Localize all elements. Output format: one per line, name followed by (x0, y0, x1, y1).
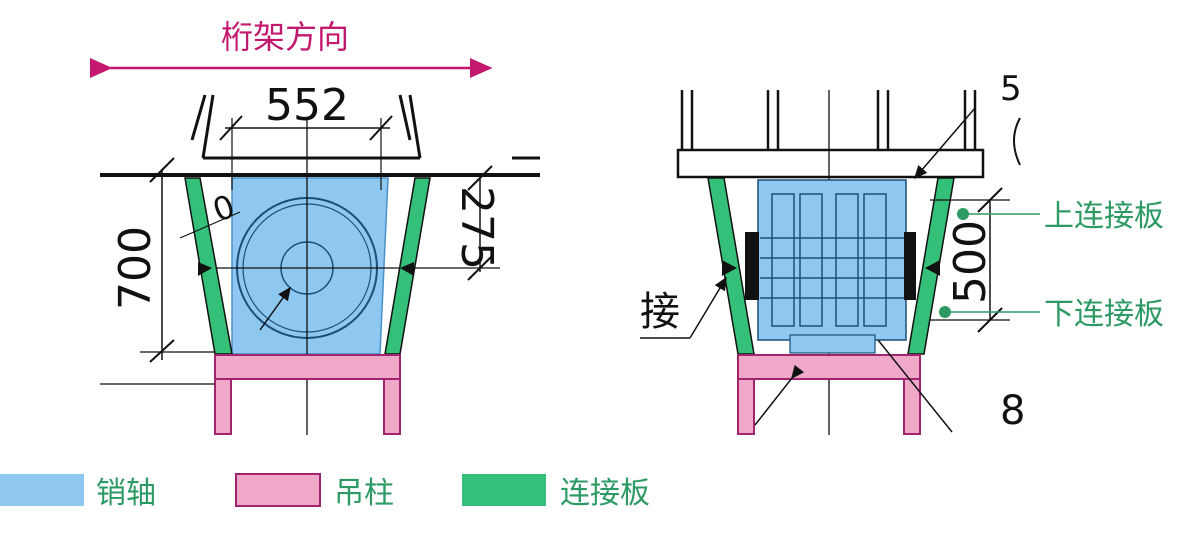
upper-plate-label: 上连接板 (1044, 199, 1164, 234)
right-chord-box (676, 148, 985, 179)
pin-lower-block (789, 334, 876, 354)
leader-top-right (914, 107, 976, 180)
leader-hanger (754, 364, 805, 426)
legend-label-pin: 销轴 (96, 476, 156, 511)
left-upper-column-line (398, 94, 412, 141)
leader-connect (689, 276, 727, 339)
dim-275-label: 275 (451, 186, 502, 270)
hanger-column-leg (383, 378, 401, 435)
weld-marker (198, 262, 212, 276)
right-hanger-leg (737, 378, 755, 435)
lower-plate-label: 下连接板 (1044, 297, 1164, 332)
dim-552-label: 552 (265, 80, 349, 131)
left-upper-column-line (408, 94, 422, 159)
leader-bottom-right (877, 339, 953, 433)
weld-marker (722, 260, 737, 276)
lower-plate-dot (939, 306, 951, 318)
upper-plate-dot (957, 208, 969, 220)
left-upper-column-line (201, 94, 215, 159)
right-hanger-leg (903, 378, 921, 435)
left-view: 552 700 0 275 (100, 80, 540, 435)
legend-swatch-hanger (235, 473, 321, 507)
dim-700-tick (149, 157, 175, 183)
pin-disc (835, 193, 859, 327)
dim-552-tick (219, 115, 243, 141)
pin-disc (799, 193, 823, 327)
top-right-fragment-label: 5 (1000, 69, 1022, 109)
left-angle-leader (179, 211, 241, 239)
right-view: 500 上连接板 下连接板 接 5 8 (640, 69, 1164, 435)
pin-radius-leader (259, 286, 291, 331)
legend: 销轴 吊柱 连接板 (0, 473, 650, 511)
pin-discs (760, 193, 904, 327)
weld-marker (925, 260, 940, 276)
right-arc-fragment (1013, 117, 1021, 166)
pin-body (757, 179, 907, 341)
dim-500-label: 500 (945, 220, 996, 304)
bottom-right-fragment-label: 8 (1000, 388, 1025, 434)
left-upper-column-line (190, 94, 207, 141)
pin-end-cap (904, 232, 916, 300)
pin-disc (863, 193, 887, 327)
connect-fragment-label: 接 (640, 289, 680, 335)
legend-label-hanger: 吊柱 (334, 476, 394, 511)
legend-swatch-plate (462, 474, 546, 506)
dim-275-tick (467, 255, 493, 281)
truss-direction-title: 桁架方向 (221, 18, 349, 56)
hanger-column-plate (214, 354, 401, 380)
dim-700-tick (149, 339, 175, 363)
dim-275-tick (467, 165, 493, 191)
dim-700-label: 700 (110, 226, 161, 310)
legend-label-plate: 连接板 (560, 476, 650, 511)
weld-marker (400, 262, 414, 276)
hanger-column-leg (214, 378, 232, 435)
pin-disc (771, 193, 795, 327)
right-hanger-plate (737, 354, 921, 380)
pin-end-cap (745, 232, 759, 300)
legend-swatch-pin (0, 474, 84, 506)
